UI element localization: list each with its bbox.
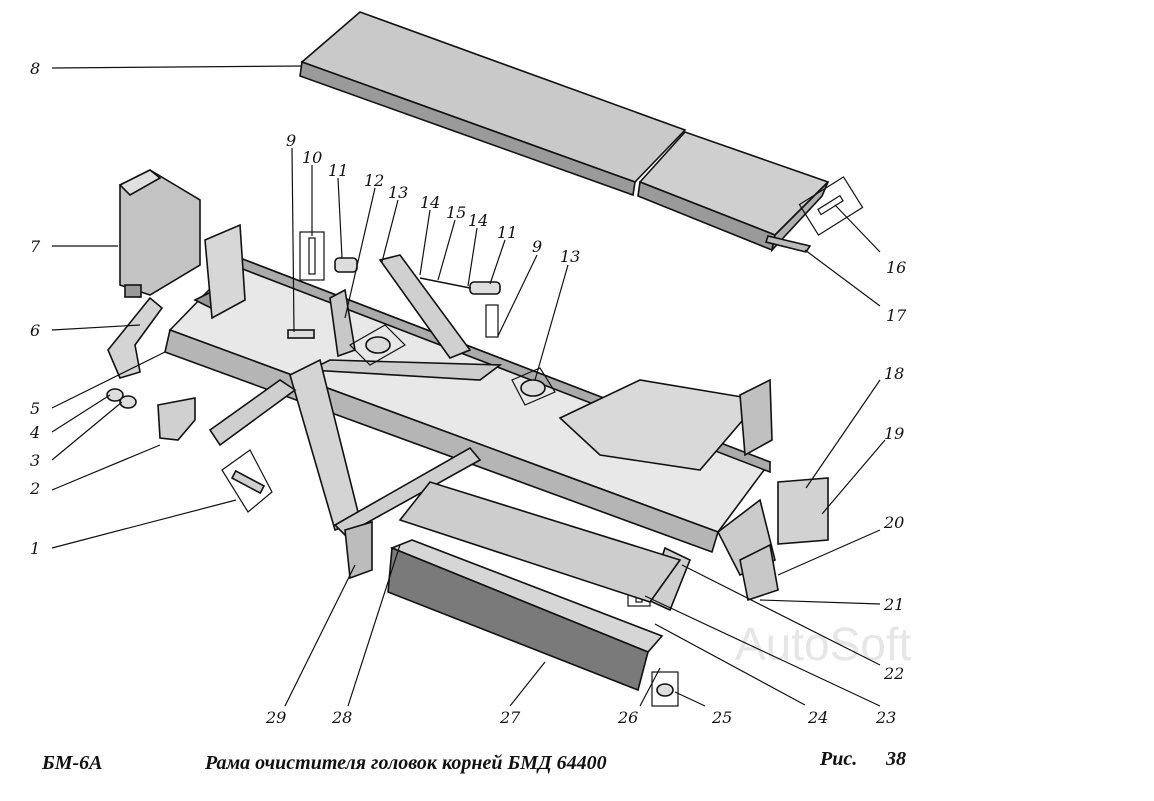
label-14: 14 — [420, 193, 440, 212]
label-17: 17 — [886, 306, 907, 325]
caption-fig-number: 38 — [886, 748, 906, 770]
label-16: 16 — [886, 258, 906, 277]
a-frame-hitch — [208, 254, 503, 580]
part-8-cover-panel — [299, 11, 830, 253]
label-9b: 9 — [532, 237, 542, 256]
caption-model: БМ-6А — [42, 752, 103, 774]
part-7-shield — [118, 169, 201, 298]
caption-title: Рама очистителя головок корней БМД 64400 — [205, 752, 607, 774]
label-13: 13 — [388, 183, 408, 202]
label-13b: 13 — [560, 247, 580, 266]
label-8: 8 — [30, 59, 40, 78]
label-11: 11 — [328, 161, 348, 180]
label-21: 21 — [883, 595, 904, 614]
label-14b: 14 — [468, 211, 488, 230]
part-27-lower-scraper — [387, 481, 682, 692]
part-16-bolt — [798, 176, 864, 236]
label-2: 2 — [29, 479, 40, 498]
caption-fig-prefix: Рис. — [820, 748, 858, 770]
label-18: 18 — [884, 364, 904, 383]
label-26: 26 — [617, 708, 638, 727]
label-28: 28 — [331, 708, 352, 727]
label-11b: 11 — [497, 223, 517, 242]
parts-18-20-plates — [739, 477, 829, 602]
part-1-bolt — [221, 449, 273, 513]
label-23: 23 — [875, 708, 896, 727]
parts-4-5-washers — [106, 388, 137, 409]
label-3: 3 — [30, 451, 40, 470]
label-15: 15 — [446, 203, 466, 222]
leader-lines — [51, 65, 886, 707]
part-3-plate — [157, 397, 196, 441]
label-20: 20 — [883, 513, 904, 532]
hitch-hardware-9-15 — [287, 231, 556, 406]
label-29: 29 — [265, 708, 286, 727]
label-4: 4 — [29, 423, 40, 442]
label-10: 10 — [302, 148, 322, 167]
label-6: 6 — [30, 321, 40, 340]
callout-labels: 8 7 6 5 4 3 2 1 9 10 11 12 13 14 15 14 1… — [29, 59, 907, 727]
label-12: 12 — [364, 171, 384, 190]
part-6-bracket — [107, 296, 164, 379]
label-5: 5 — [30, 399, 40, 418]
label-19: 19 — [884, 424, 904, 443]
watermark: AutoSoft — [735, 618, 912, 670]
parts-25-26-nut — [651, 671, 679, 707]
label-24: 24 — [807, 708, 828, 727]
label-22: 22 — [883, 664, 904, 683]
part-17-strip — [764, 235, 812, 253]
label-25: 25 — [711, 708, 732, 727]
label-1: 1 — [30, 539, 40, 558]
label-7: 7 — [30, 237, 41, 256]
label-27: 27 — [499, 708, 521, 727]
label-9: 9 — [286, 131, 296, 150]
